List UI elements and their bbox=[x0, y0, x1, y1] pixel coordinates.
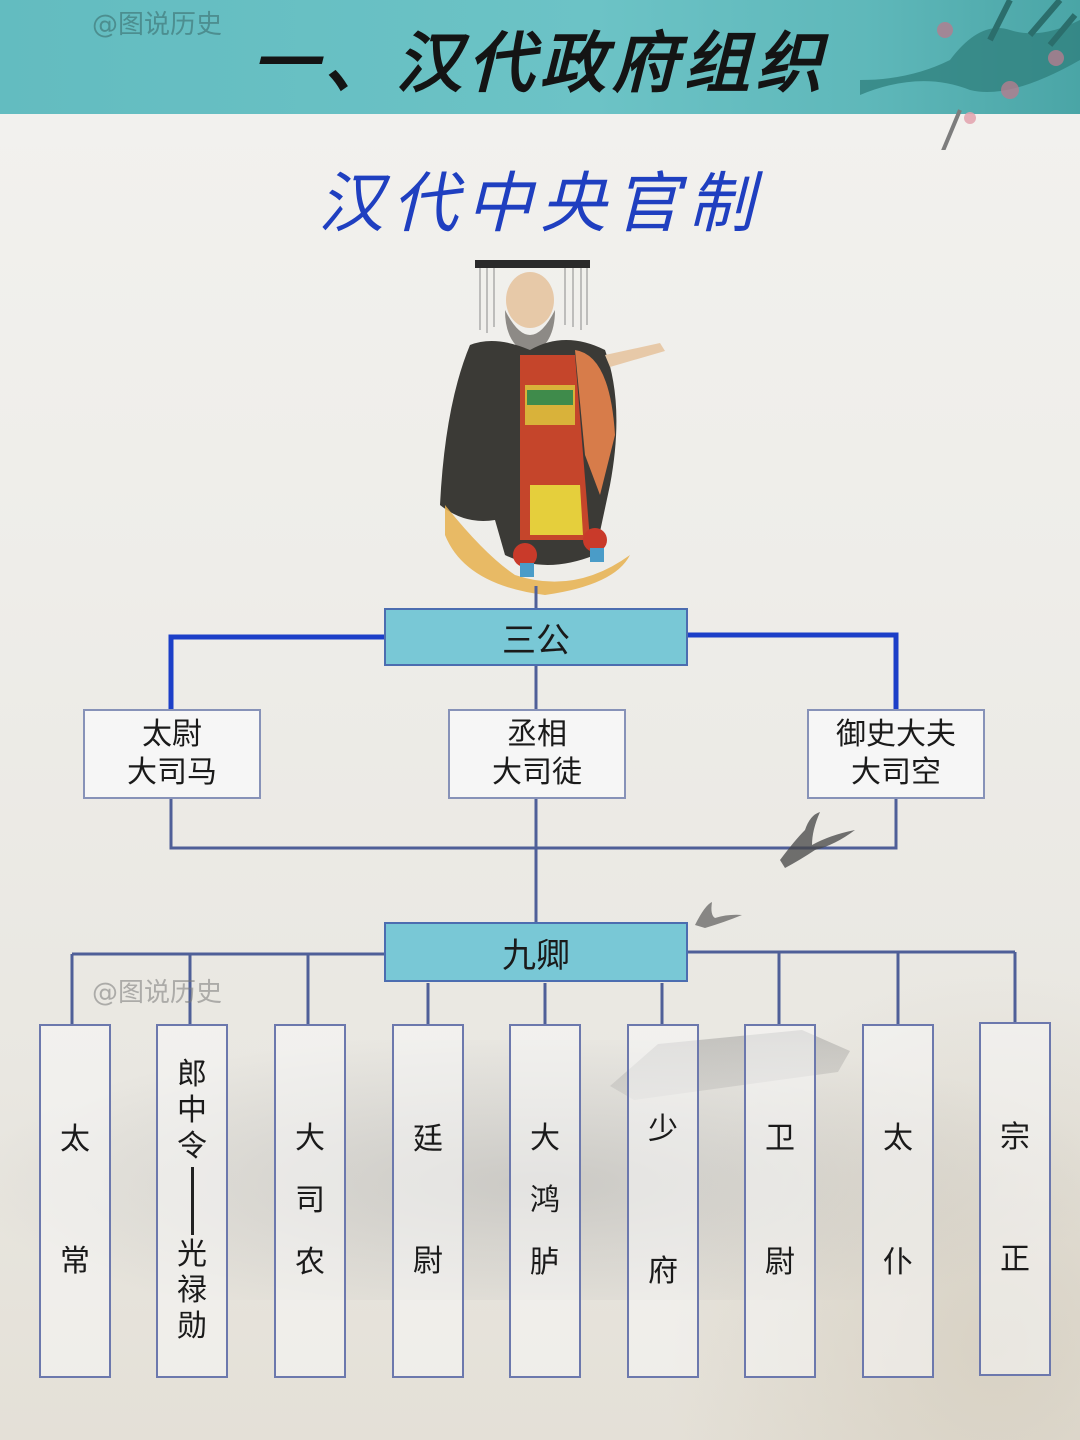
minister-char: 中 bbox=[177, 1093, 207, 1128]
office-line2: 大司空 bbox=[851, 755, 941, 790]
office-taiwei: 太尉 大司马 bbox=[83, 709, 261, 799]
jiu-qing-label: 九卿 bbox=[502, 935, 570, 976]
minister-zongzheng: 宗 正 bbox=[979, 1022, 1051, 1376]
page-title: 一、汉代政府组织 bbox=[252, 25, 828, 102]
watermark: @图说历史 bbox=[92, 978, 223, 1008]
minister-weiwei: 卫 尉 bbox=[744, 1024, 816, 1378]
minister-char: 廷 bbox=[413, 1122, 443, 1157]
minister-char: 大 bbox=[295, 1121, 325, 1156]
watermark: @图说历史 bbox=[92, 10, 223, 40]
minister-dasinong: 大 司 农 bbox=[274, 1024, 346, 1378]
office-line1: 丞相 bbox=[507, 717, 567, 752]
minister-char: 卫 bbox=[765, 1121, 795, 1156]
minister-char: 农 bbox=[295, 1245, 325, 1280]
office-line2: 大司徒 bbox=[492, 755, 582, 790]
minister-char: 胪 bbox=[530, 1245, 560, 1280]
minister-tingwei: 廷 尉 bbox=[392, 1024, 464, 1378]
jiu-qing-node: 九卿 bbox=[384, 922, 688, 982]
minister-char: 郎 bbox=[177, 1057, 207, 1092]
san-gong-label: 三公 bbox=[502, 620, 570, 661]
minister-char: 令 bbox=[177, 1129, 207, 1164]
minister-char: 勋 bbox=[177, 1309, 207, 1344]
minister-dahonglu: 大 鸿 胪 bbox=[509, 1024, 581, 1378]
minister-taipu: 太 仆 bbox=[862, 1024, 934, 1378]
minister-char: 少 bbox=[648, 1112, 678, 1147]
minister-shaofu: 少 府 bbox=[627, 1024, 699, 1378]
dash-divider bbox=[190, 1167, 194, 1235]
san-gong-node: 三公 bbox=[384, 608, 688, 666]
minister-char: 仆 bbox=[883, 1245, 913, 1280]
minister-char: 鸿 bbox=[530, 1183, 560, 1218]
minister-char: 常 bbox=[60, 1244, 90, 1279]
minister-char: 光 bbox=[177, 1237, 207, 1272]
minister-langzhongling: 郎 中 令 光 禄 勋 bbox=[156, 1024, 228, 1378]
minister-taichang: 太 常 bbox=[39, 1024, 111, 1378]
office-line1: 太尉 bbox=[142, 717, 202, 752]
minister-char: 宗 bbox=[1000, 1120, 1030, 1155]
minister-char: 尉 bbox=[413, 1244, 443, 1279]
office-yushidafu: 御史大夫 大司空 bbox=[807, 709, 985, 799]
office-line1: 御史大夫 bbox=[836, 717, 956, 752]
minister-char: 司 bbox=[295, 1183, 325, 1218]
minister-char: 府 bbox=[648, 1254, 678, 1289]
emperor-illustration bbox=[440, 260, 665, 595]
minister-char: 太 bbox=[883, 1121, 913, 1156]
office-chengxiang: 丞相 大司徒 bbox=[448, 709, 626, 799]
minister-char: 尉 bbox=[765, 1245, 795, 1280]
office-line2: 大司马 bbox=[127, 755, 217, 790]
diagram-subtitle: 汉代中央官制 bbox=[318, 165, 762, 242]
minister-char: 太 bbox=[60, 1122, 90, 1157]
minister-char: 正 bbox=[1000, 1242, 1030, 1277]
minister-char: 大 bbox=[530, 1121, 560, 1156]
minister-char: 禄 bbox=[177, 1273, 207, 1308]
